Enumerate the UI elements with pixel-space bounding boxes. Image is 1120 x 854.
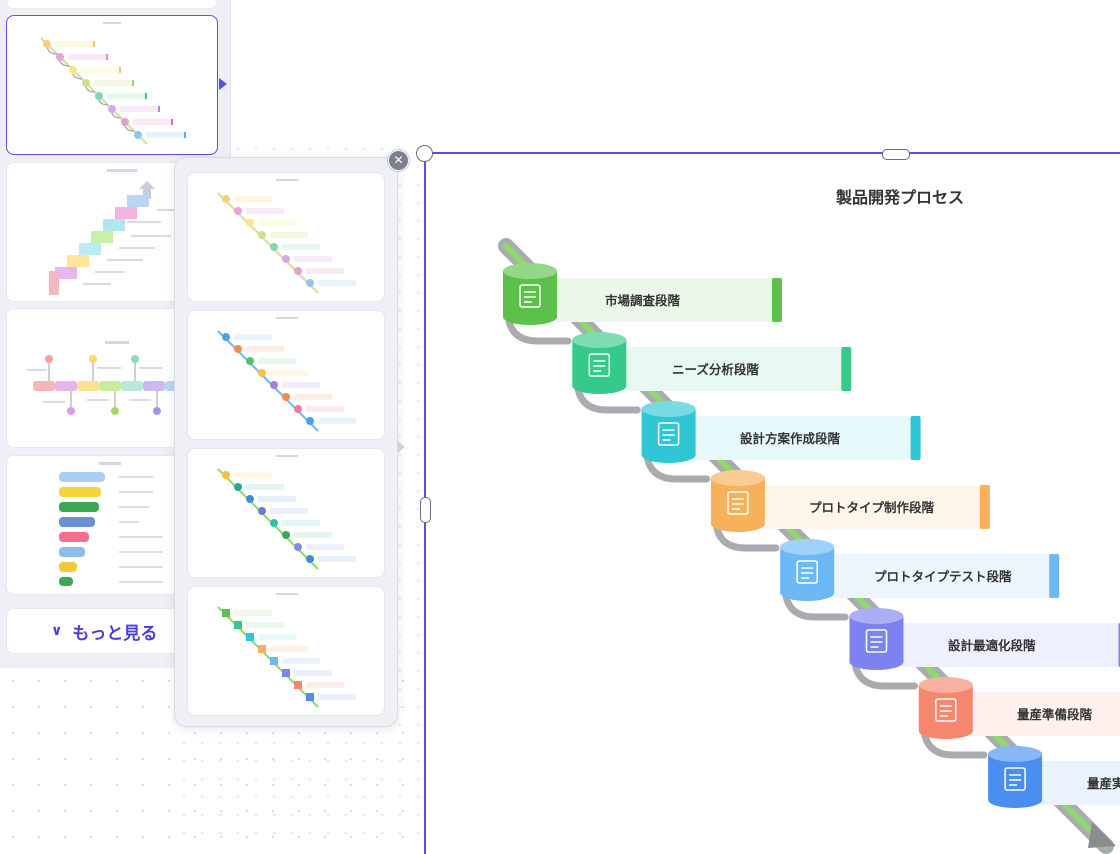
step-cylinder-top: [711, 470, 765, 486]
step-label: 設計方案作成段階: [740, 428, 840, 447]
staircase-preview: [7, 16, 217, 154]
step-bar-accent: [980, 485, 990, 529]
step-label: 量産準備段階: [1017, 704, 1092, 723]
step-label: プロトタイプテスト段階: [874, 566, 1012, 585]
step-cylinder-base: [642, 447, 696, 463]
step-cylinder-top: [572, 332, 626, 348]
process-diagram: [426, 154, 1120, 854]
step-cylinder-top: [642, 401, 696, 417]
step-label: 設計最適化段階: [948, 635, 1036, 654]
step-cylinder-base: [919, 723, 973, 739]
main-canvas[interactable]: [424, 152, 1120, 854]
close-icon: ✕: [393, 153, 403, 167]
popover-pointer-icon: [398, 441, 405, 453]
chevron-down-icon: ∨: [51, 623, 62, 639]
variant-pastel-preview: [188, 173, 384, 301]
show-more-label: もっと見る: [72, 619, 157, 644]
step-label: 市場調査段階: [605, 290, 680, 309]
variant-popover: [174, 157, 398, 727]
variant-card-warm[interactable]: [187, 310, 385, 440]
variant-green-preview: [188, 587, 384, 715]
step-cylinder-top: [919, 677, 973, 693]
variant-warm-preview: [188, 311, 384, 439]
template-thumb-staircase[interactable]: [6, 15, 218, 155]
diagram-title: 製品開発プロセス: [800, 184, 1000, 208]
step-label: ニーズ分析段階: [672, 359, 759, 378]
step-cylinder-top: [780, 539, 834, 555]
step-cylinder-base: [711, 516, 765, 532]
step-cylinder-top: [503, 263, 557, 279]
step-cylinder-base: [988, 792, 1042, 808]
step-cylinder-base: [780, 585, 834, 601]
step-label: 量産実: [1087, 773, 1120, 792]
resize-handle-top[interactable]: [882, 149, 910, 160]
step-bar-accent: [841, 347, 851, 391]
variant-card-pastel[interactable]: [187, 172, 385, 302]
selected-indicator-icon: [219, 78, 227, 90]
step-label: プロトタイプ制作段階: [809, 497, 934, 516]
resize-handle-corner[interactable]: [416, 145, 433, 162]
variant-card-teal[interactable]: [187, 448, 385, 578]
step-cylinder-top: [850, 608, 904, 624]
close-popover-button[interactable]: ✕: [388, 150, 409, 171]
step-bar-accent: [772, 278, 782, 322]
step-bar-accent: [911, 416, 921, 460]
step-cylinder-base: [503, 309, 557, 325]
variant-card-green[interactable]: [187, 586, 385, 716]
step-cylinder-base: [850, 654, 904, 670]
step-cylinder-top: [988, 746, 1042, 762]
step-bar-accent: [1049, 554, 1059, 598]
step-cylinder-base: [572, 378, 626, 394]
resize-handle-left[interactable]: [420, 497, 431, 523]
variant-teal-preview: [188, 449, 384, 577]
template-thumb-partial[interactable]: [6, 0, 218, 9]
